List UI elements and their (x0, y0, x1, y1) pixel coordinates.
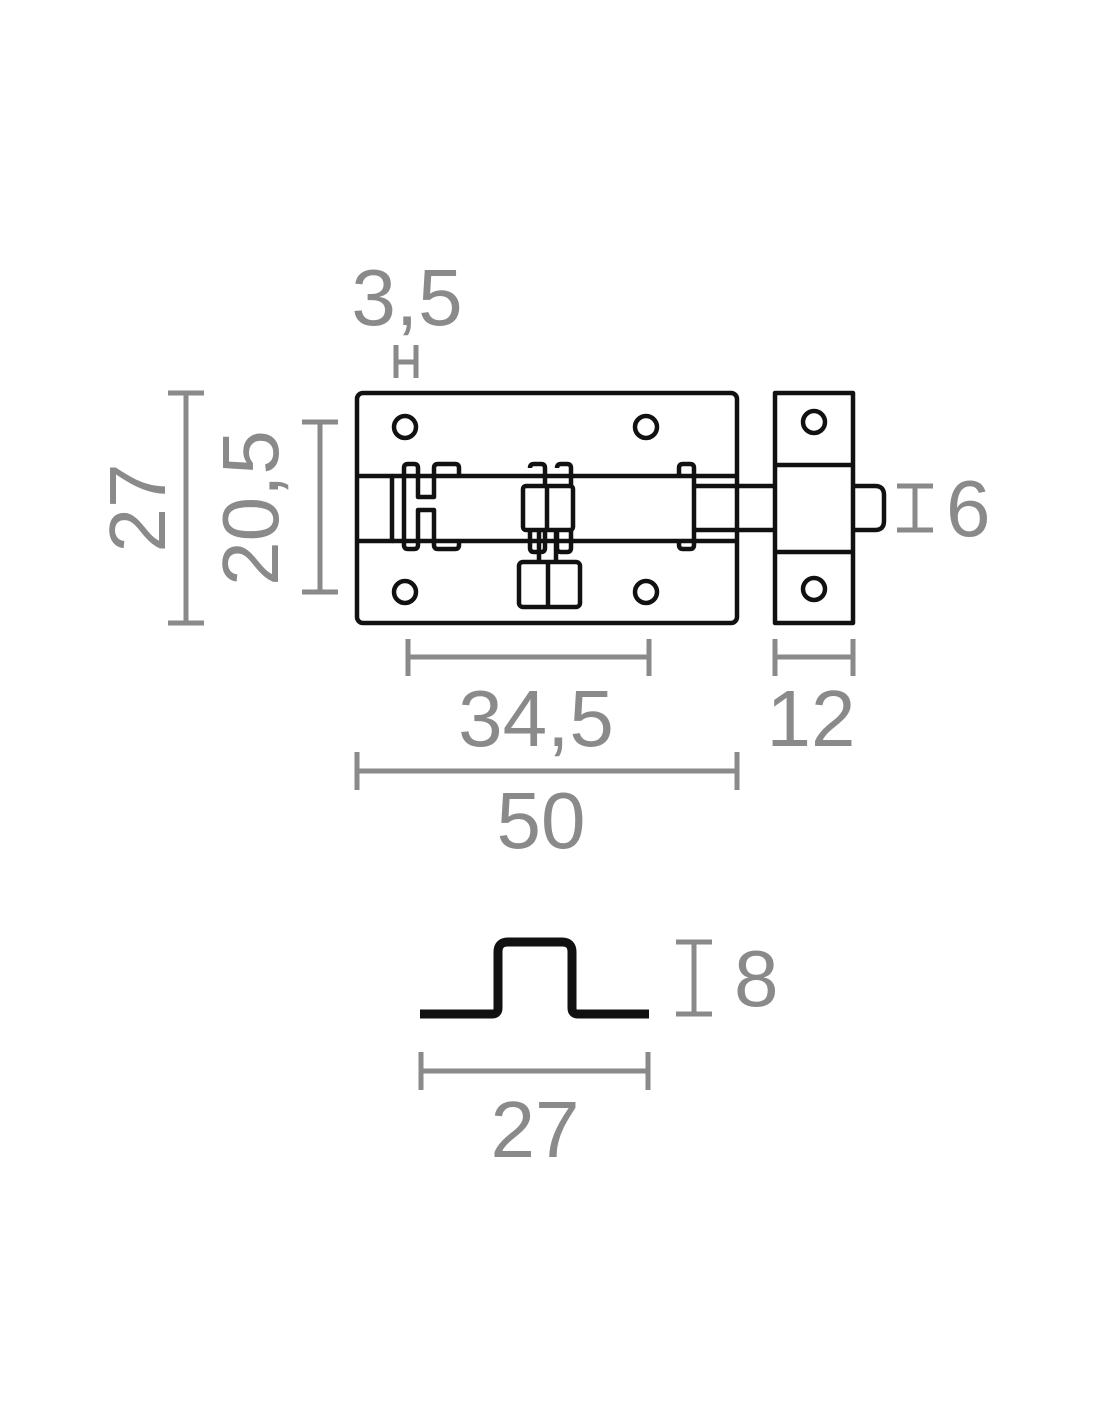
dim-screw-offset: 3,5 (351, 253, 463, 378)
bolt-handle-stem (536, 530, 559, 562)
dim-plate-length-label: 50 (497, 776, 586, 865)
keeper-plate (772, 390, 856, 626)
dim-bolt-diameter: 6 (897, 464, 991, 553)
dim-overall-height: 27 (93, 390, 204, 626)
dim-plate-length: 50 (354, 752, 740, 865)
screw-hole-bottom-left (391, 578, 419, 606)
screw-hole-top-left (391, 413, 419, 441)
keeper-bridge (775, 462, 853, 555)
dim-guide-height-label: 20,5 (206, 430, 295, 586)
keeper-assembly (772, 390, 887, 626)
dim-keeper-depth: 8 (676, 934, 779, 1023)
dim-keeper-length: 27 (418, 1052, 651, 1174)
dim-overall-height-label: 27 (93, 464, 182, 553)
keeper-hole-bottom (800, 575, 828, 603)
bolt-right-clip (676, 461, 697, 552)
dim-hole-spacing: 34,5 (405, 639, 652, 763)
screw-hole-bottom-right (632, 578, 660, 606)
dim-keeper-width-label: 12 (767, 674, 856, 763)
keeper-hole-top (800, 408, 828, 436)
bolt-left-clip (401, 461, 462, 552)
base-plate (354, 390, 740, 626)
dim-guide-height: 20,5 (206, 419, 338, 595)
bolt-shaft (694, 483, 775, 533)
bolt-assembly (354, 390, 775, 626)
bolt-tip (853, 483, 887, 533)
dim-keeper-length-label: 27 (491, 1085, 580, 1174)
bolt-handle-knob (516, 559, 583, 610)
keeper-profile (420, 937, 649, 1019)
screw-hole-top-right (632, 413, 660, 441)
dim-screw-offset-label: 3,5 (351, 253, 462, 342)
dim-keeper-width: 12 (767, 639, 856, 763)
keeper-profile-outline (420, 937, 649, 1019)
dim-hole-spacing-label: 34,5 (458, 674, 614, 763)
dim-keeper-depth-label: 8 (734, 934, 779, 1023)
dim-bolt-diameter-label: 6 (946, 464, 991, 553)
guide-left-stop (357, 473, 395, 544)
